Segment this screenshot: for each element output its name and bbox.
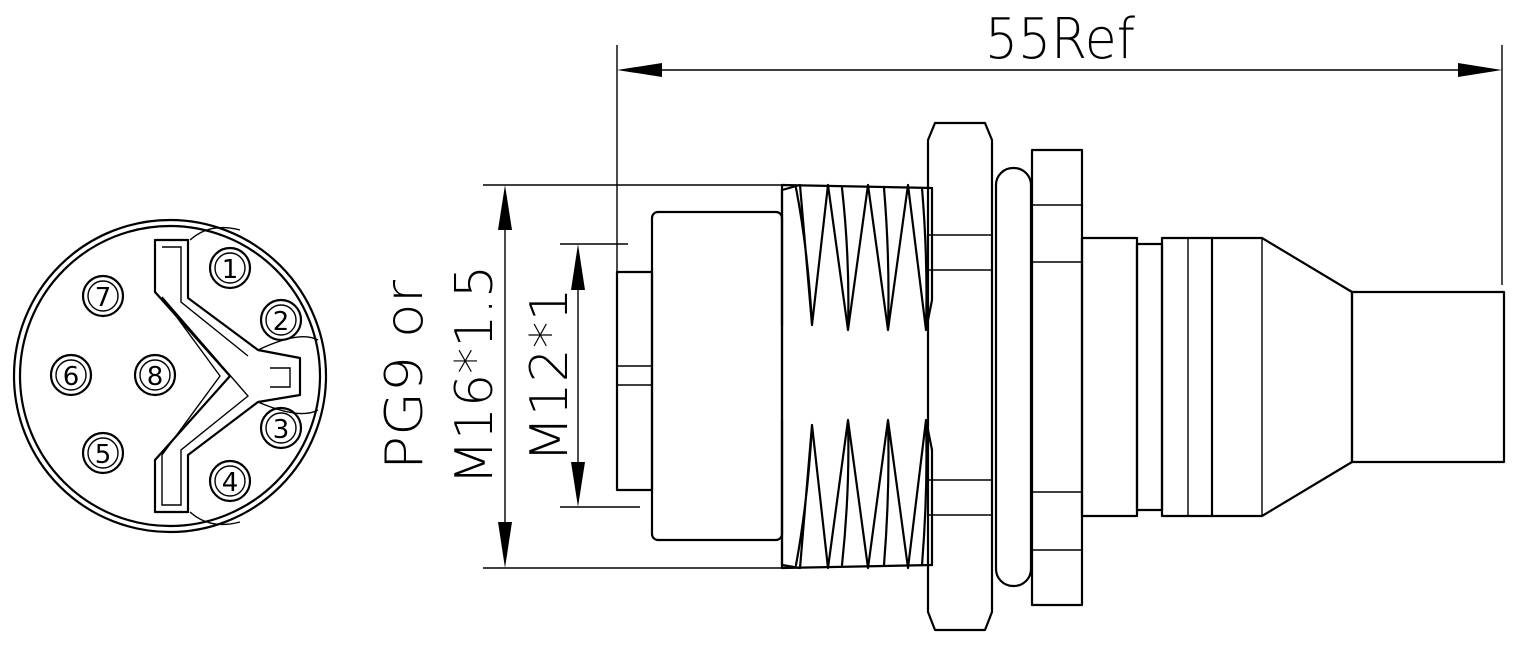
front-cylinder <box>650 210 784 542</box>
pin-6-label: 6 <box>63 362 80 392</box>
cable-taper <box>1210 236 1354 518</box>
keying-insert <box>153 238 302 514</box>
rear-body <box>1080 236 1139 518</box>
hex-nut <box>926 121 994 632</box>
rear-collar <box>1160 236 1214 518</box>
pin-2-label: 2 <box>273 307 290 337</box>
overall-length-label: 55Ref <box>985 7 1135 72</box>
pin-8: 8 <box>133 353 177 397</box>
panel-nut <box>1030 148 1084 607</box>
outer-thread-dimension: PG9 or M16*1.5 <box>375 184 790 569</box>
outer-thread-label-line2: M16*1.5 <box>445 265 505 485</box>
thread-lower <box>780 418 934 570</box>
pin-4: 4 <box>208 459 252 503</box>
pin-7: 7 <box>81 274 125 318</box>
inner-thread-dimension: M12*1 <box>520 243 640 508</box>
pin-8-label: 8 <box>147 362 164 392</box>
pin-6: 6 <box>49 353 93 397</box>
pin-7-label: 7 <box>95 283 112 313</box>
pin-1-label: 1 <box>222 255 239 285</box>
thread-upper <box>780 183 934 332</box>
overall-length-dimension: 55Ref <box>616 7 1503 285</box>
face-outer-circle <box>12 218 328 534</box>
cable <box>1350 290 1506 464</box>
front-lip <box>615 270 654 492</box>
o-ring <box>994 166 1033 588</box>
pin-5-label: 5 <box>95 440 112 470</box>
pin-3: 3 <box>259 406 303 450</box>
pin-1: 1 <box>208 246 252 290</box>
rear-groove <box>1135 242 1164 512</box>
inner-thread-label: M12*1 <box>520 288 580 463</box>
pin-4-label: 4 <box>222 468 239 498</box>
pin-3-label: 3 <box>273 415 290 445</box>
outer-thread-label-line1: PG9 or <box>375 279 435 470</box>
pin-5: 5 <box>81 431 125 475</box>
connector-side-view <box>615 121 1506 632</box>
pin-2: 2 <box>259 298 303 342</box>
face-inner-circle <box>18 224 322 528</box>
